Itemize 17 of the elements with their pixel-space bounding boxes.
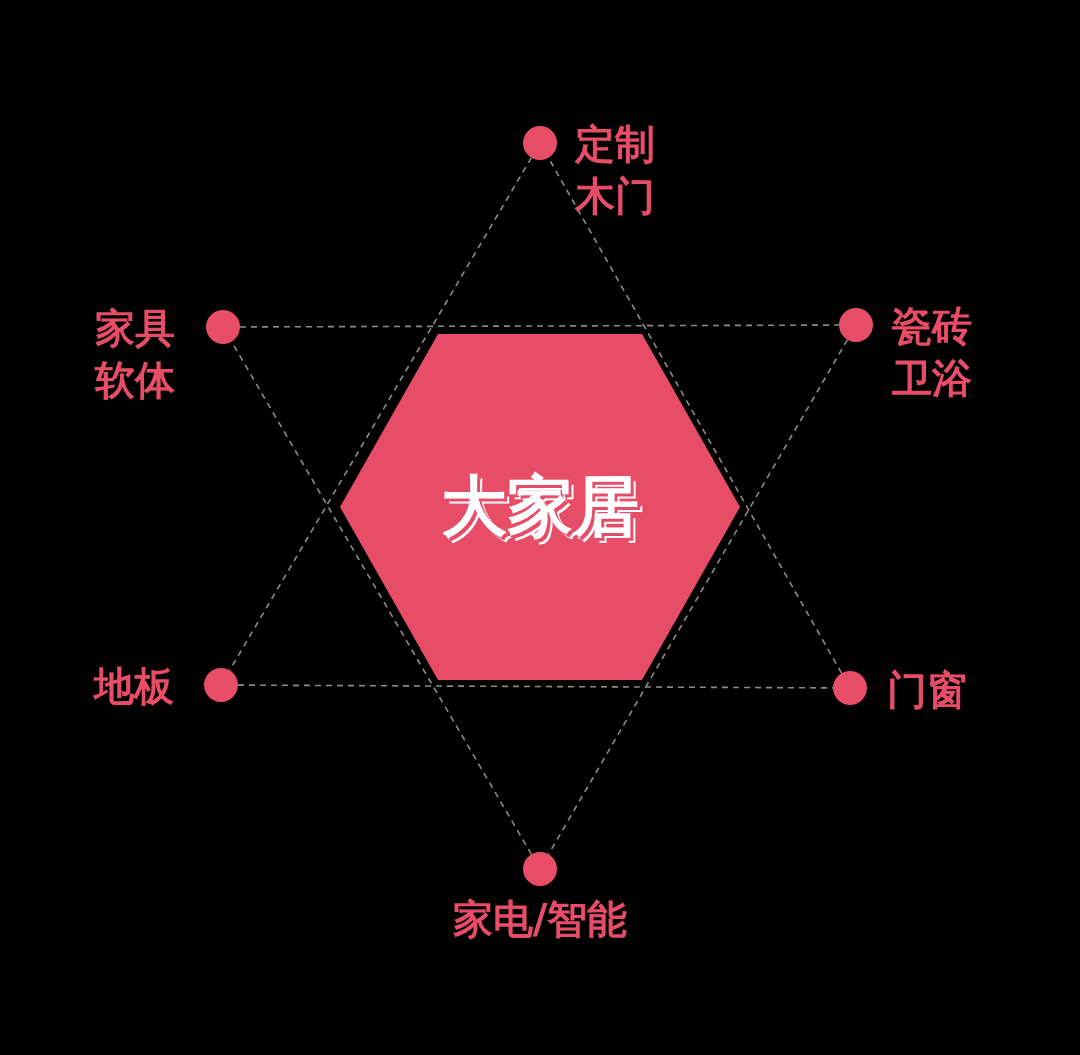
dashed-line	[239, 324, 840, 328]
node-label: 门窗	[887, 666, 968, 715]
node-label: 瓷砖卫浴	[892, 302, 973, 403]
circle-node	[523, 126, 557, 160]
circle-node	[206, 310, 240, 344]
node-label: 家具软体	[95, 304, 176, 405]
circle-node	[839, 308, 873, 342]
circle-node	[833, 671, 867, 705]
dashed-line	[228, 156, 533, 672]
node-label: 地板	[94, 662, 175, 711]
node-label: 定制木门	[575, 120, 656, 221]
node-label: 家电/智能	[451, 895, 629, 944]
center-title: 大家居	[440, 467, 640, 547]
hexagon-node	[340, 334, 740, 680]
circle-node	[523, 852, 557, 886]
circle-node	[204, 668, 238, 702]
dashed-line	[547, 338, 849, 856]
